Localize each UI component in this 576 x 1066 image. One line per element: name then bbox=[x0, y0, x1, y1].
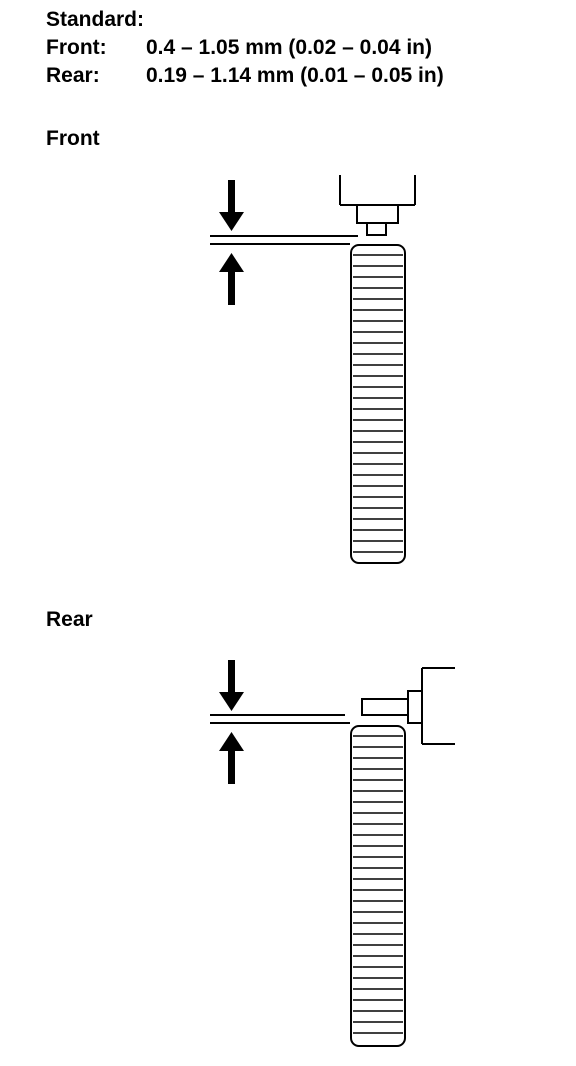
down-arrow-icon bbox=[219, 660, 244, 711]
front-spec-label: Front: bbox=[46, 36, 107, 59]
up-arrow-icon bbox=[219, 732, 244, 784]
front-section-title: Front bbox=[46, 127, 100, 150]
gear-body bbox=[350, 725, 406, 1047]
standard-heading: Standard: bbox=[46, 8, 145, 31]
dial-indicator bbox=[361, 667, 455, 745]
gear-body bbox=[350, 244, 406, 564]
up-arrow-icon bbox=[219, 253, 244, 305]
front-clearance-diagram bbox=[210, 175, 416, 564]
standard-spec: Standard: Front: 0.4 – 1.05 mm (0.02 – 0.… bbox=[46, 6, 444, 90]
rear-clearance-diagram bbox=[210, 660, 455, 1047]
rear-spec-row: Rear: 0.19 – 1.14 mm (0.01 – 0.05 in) bbox=[46, 62, 444, 90]
front-spec-row: Front: 0.4 – 1.05 mm (0.02 – 0.04 in) bbox=[46, 34, 444, 62]
front-spec-value: 0.4 – 1.05 mm (0.02 – 0.04 in) bbox=[146, 36, 433, 59]
rear-section-title: Rear bbox=[46, 608, 93, 631]
rear-spec-label: Rear: bbox=[46, 64, 100, 87]
rear-spec-value: 0.19 – 1.14 mm (0.01 – 0.05 in) bbox=[146, 64, 444, 87]
dial-indicator bbox=[339, 175, 416, 236]
down-arrow-icon bbox=[219, 180, 244, 231]
